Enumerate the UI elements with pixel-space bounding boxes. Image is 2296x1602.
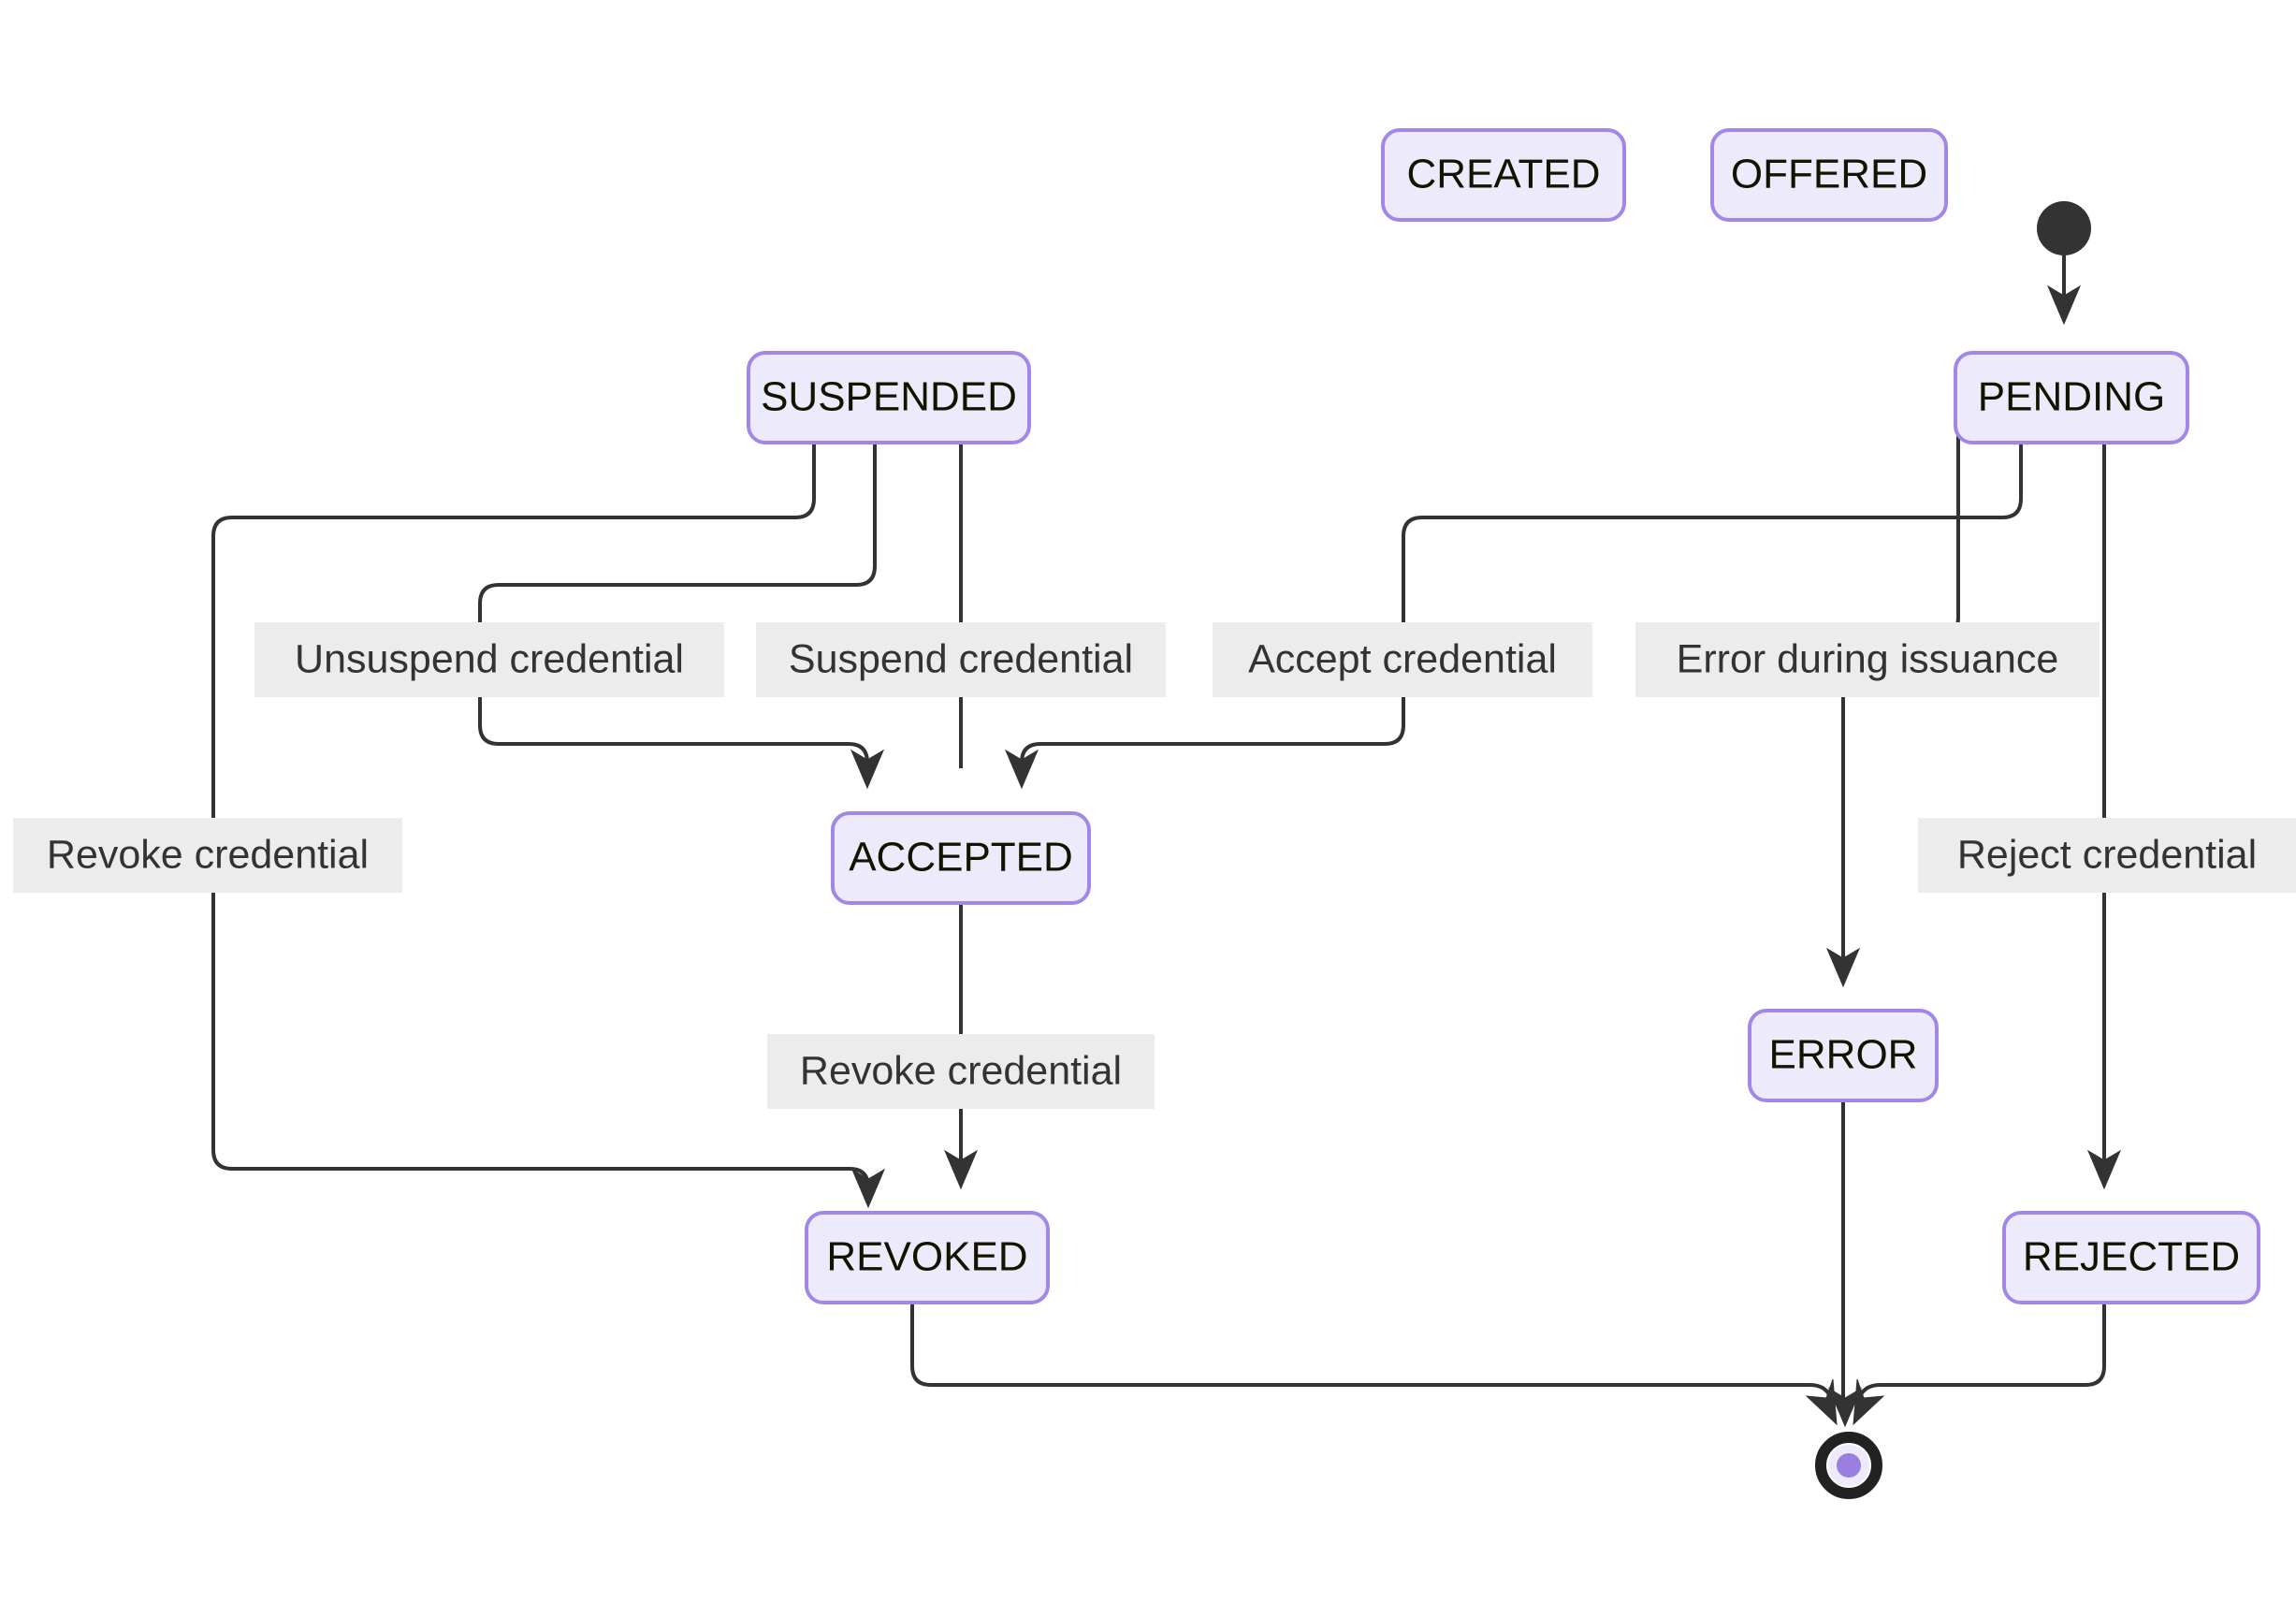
state-node-box[interactable] — [831, 811, 1091, 905]
edge-label-background — [1635, 622, 2100, 697]
state-node-box[interactable] — [1748, 1009, 1939, 1102]
edge-revoked-to-end — [910, 1258, 1838, 1426]
edge-label-background — [13, 818, 402, 893]
edge-label-suspend-credential: Suspend credential — [756, 622, 1166, 697]
edges-layer — [211, 255, 2122, 1428]
state-node-suspended[interactable]: SUSPENDED — [747, 351, 1031, 444]
state-node-created[interactable]: CREATED — [1381, 128, 1626, 222]
edge-start-to-pending — [2046, 255, 2082, 326]
state-node-box[interactable] — [1954, 351, 2189, 444]
state-node-box[interactable] — [805, 1211, 1050, 1304]
edge-label-revoke-credential-accepted: Revoke credential — [767, 1034, 1155, 1109]
end-node-inner-dot — [1837, 1453, 1861, 1478]
edge-label-background — [1213, 622, 1592, 697]
state-node-offered[interactable]: OFFERED — [1710, 128, 1948, 222]
state-node-label: REVOKED — [826, 1234, 1027, 1280]
edge-label-background — [254, 622, 724, 697]
edge-pending-to-accepted — [1004, 398, 2023, 790]
edge-label-text: Accept credential — [1248, 636, 1557, 681]
edge-label-error-during-issuance: Error during issuance — [1635, 622, 2100, 697]
state-node-box[interactable] — [747, 351, 1031, 444]
start-node-circle — [2037, 201, 2091, 255]
state-node-box[interactable] — [2002, 1211, 2260, 1304]
nodes-layer: CREATED OFFERED PENDING SUSPENDED ACCEPT… — [747, 128, 2260, 1304]
edge-pending-to-rejected — [2086, 398, 2122, 1190]
state-node-label: SUSPENDED — [761, 374, 1017, 420]
state-node-label: PENDING — [1978, 374, 2165, 420]
state-node-label: ERROR — [1769, 1032, 1918, 1078]
edge-label-revoke-credential-suspended: Revoke credential — [13, 818, 402, 893]
edge-label-text: Unsuspend credential — [295, 636, 684, 681]
state-node-box[interactable] — [1710, 128, 1948, 222]
edge-label-text: Revoke credential — [47, 832, 369, 877]
edge-error-to-end — [1827, 1056, 1863, 1428]
state-node-label: ACCEPTED — [849, 835, 1073, 881]
edge-labels-layer: Revoke credential Unsuspend credential S… — [13, 622, 2296, 1109]
edge-rejected-to-end — [1853, 1258, 2106, 1426]
state-node-rejected[interactable]: REJECTED — [2002, 1211, 2260, 1304]
edge-label-text: Reject credential — [1957, 832, 2257, 877]
end-node — [1815, 1432, 1882, 1499]
state-node-accepted[interactable]: ACCEPTED — [831, 811, 1091, 905]
state-node-pending[interactable]: PENDING — [1954, 351, 2189, 444]
edge-label-accept-credential: Accept credential — [1213, 622, 1592, 697]
edge-accepted-to-suspended — [943, 397, 979, 768]
edge-accepted-to-revoked — [943, 858, 979, 1190]
edge-label-reject-credential: Reject credential — [1918, 818, 2296, 893]
edge-label-text: Revoke credential — [800, 1048, 1122, 1093]
edge-label-text: Suspend credential — [789, 636, 1133, 681]
edge-label-background — [767, 1034, 1155, 1109]
edge-label-background — [756, 622, 1166, 697]
edge-label-background — [1918, 818, 2296, 893]
state-node-label: REJECTED — [2023, 1234, 2240, 1280]
start-node — [2037, 201, 2091, 255]
edge-label-text: Error during issuance — [1677, 636, 2059, 681]
state-node-box[interactable] — [1381, 128, 1626, 222]
edge-label-unsuspend-credential: Unsuspend credential — [254, 622, 724, 697]
state-node-revoked[interactable]: REVOKED — [805, 1211, 1050, 1304]
state-node-error[interactable]: ERROR — [1748, 1009, 1939, 1102]
state-node-label: OFFERED — [1731, 152, 1927, 197]
edge-suspended-to-accepted — [478, 398, 885, 790]
state-node-label: CREATED — [1407, 152, 1601, 197]
